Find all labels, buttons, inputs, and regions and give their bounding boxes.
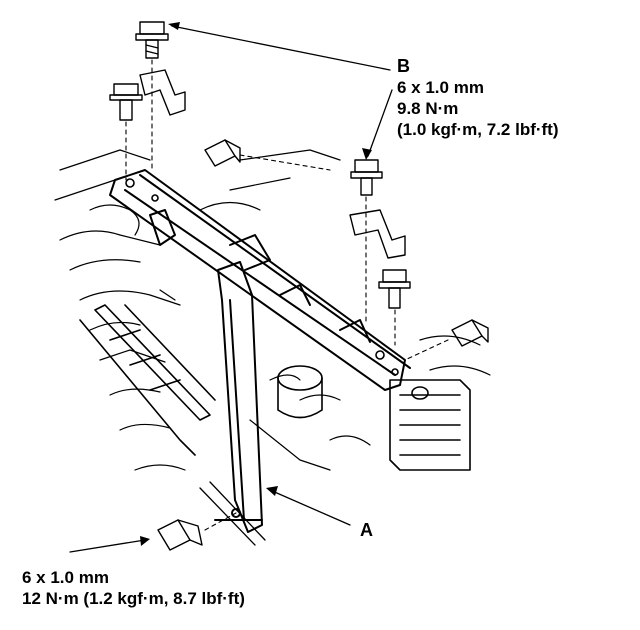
callout-b-spec: 6 x 1.0 mm 9.8 N·m (1.0 kgf·m, 7.2 lbf·f… (397, 77, 559, 140)
clip-right (349, 209, 406, 259)
bolt-bottom (157, 519, 203, 551)
alignment-dashes (125, 59, 449, 531)
bolt-b-right (350, 159, 383, 196)
bottom-bolt-size: 6 x 1.0 mm (22, 568, 109, 587)
intake-manifold (79, 304, 216, 456)
radiator-outline (389, 379, 471, 471)
callout-b-letter: B (397, 56, 410, 76)
bottom-bolt-torque: 12 N·m (1.2 kgf·m, 8.7 lbf·ft) (22, 589, 245, 608)
bar-holes (125, 178, 399, 376)
reservoir-cap (277, 365, 323, 419)
engine-bay-background (54, 149, 491, 471)
bolt-left-mid (109, 83, 143, 121)
callout-arrowheads (140, 22, 372, 546)
callout-b-torque-alt: (1.0 kgf·m, 7.2 lbf·ft) (397, 120, 559, 139)
bolt-right-lower (378, 269, 411, 309)
bottom-bolt-spec: 6 x 1.0 mm 12 N·m (1.2 kgf·m, 8.7 lbf·ft… (22, 567, 245, 609)
callout-b-torque: 9.8 N·m (397, 99, 459, 118)
callout-leaders (69, 25, 393, 553)
bolt-middle (204, 139, 241, 167)
upper-bracket-bar (109, 169, 411, 391)
callout-a-letter: A (360, 520, 373, 540)
cable-lines (199, 481, 266, 546)
bolt-right-side (451, 319, 489, 347)
bolt-b-top (135, 21, 169, 59)
callout-b-size: 6 x 1.0 mm (397, 78, 484, 97)
clip-top (139, 69, 186, 116)
vertical-bracket (214, 261, 263, 533)
